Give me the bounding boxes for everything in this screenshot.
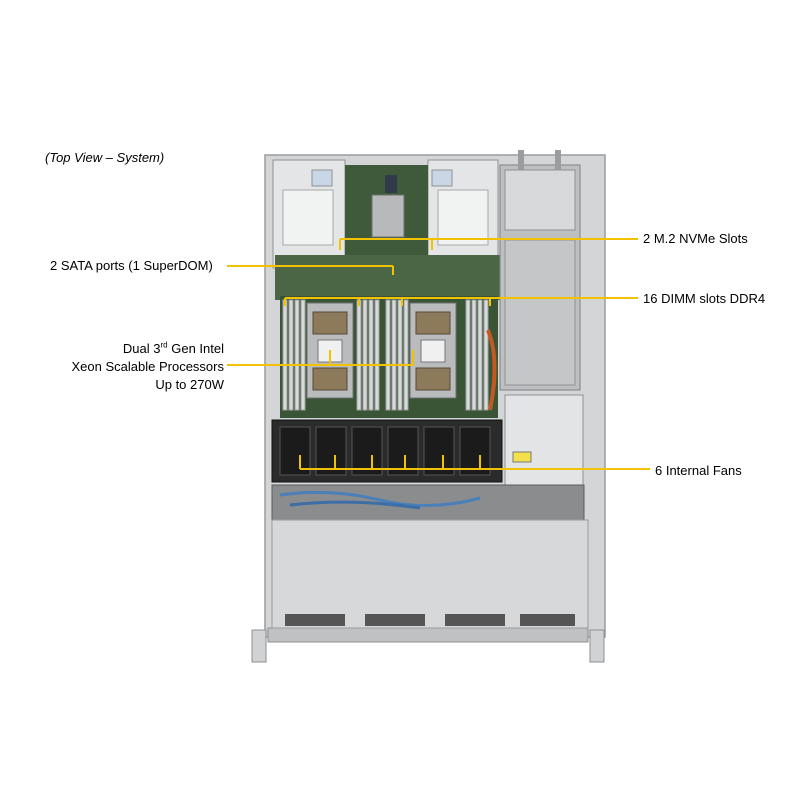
cpu-heatsinks bbox=[306, 302, 457, 399]
dimm-slots bbox=[282, 299, 489, 411]
fans-callout-label: 6 Internal Fans bbox=[655, 463, 742, 478]
cpu-callout-label: Dual 3rd Gen Intel Xeon Scalable Process… bbox=[46, 340, 224, 394]
drive-backplane bbox=[271, 484, 589, 629]
power-supplies bbox=[486, 150, 584, 496]
fan-bank bbox=[271, 419, 503, 483]
cpu-line1-post: Gen Intel bbox=[167, 341, 224, 356]
callout-lines bbox=[227, 238, 650, 470]
riser-brackets bbox=[272, 159, 499, 269]
dimm-callout-label: 16 DIMM slots DDR4 bbox=[643, 291, 766, 306]
cpu-line3: Up to 270W bbox=[155, 377, 224, 392]
cpu-line1-sup: rd bbox=[160, 340, 168, 350]
cpu-line2: Xeon Scalable Processors bbox=[71, 359, 224, 374]
sata-callout-label: 2 SATA ports (1 SuperDOM) bbox=[50, 258, 213, 273]
nvme-callout-label: 2 M.2 NVMe Slots bbox=[643, 231, 748, 246]
cpu-line1-pre: Dual 3 bbox=[122, 341, 161, 356]
view-caption: (Top View – System) bbox=[45, 150, 165, 165]
